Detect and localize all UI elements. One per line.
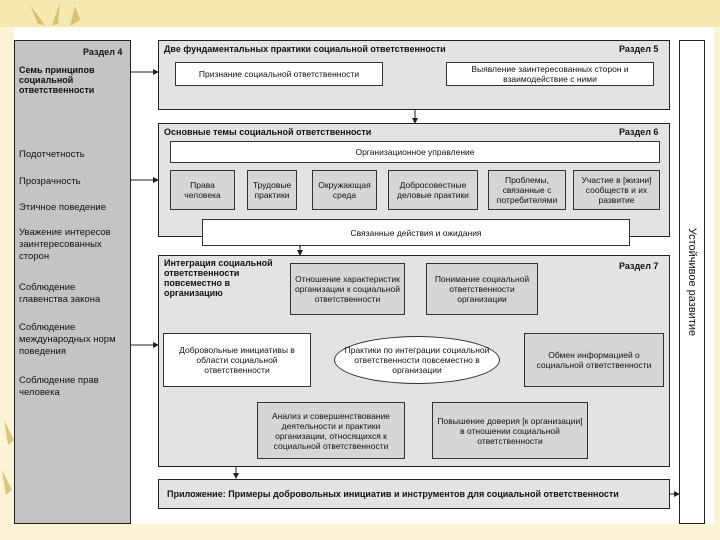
- section-6-title: Основные темы социальной ответственности: [164, 127, 372, 137]
- review-improve: Анализ и совершенствование деятельности …: [257, 402, 405, 459]
- principle-item: Прозрачность: [19, 176, 81, 187]
- principle-item: Соблюдение международных норм поведения: [19, 322, 116, 357]
- sustainable-development-label: Устойчивое развитие: [686, 227, 699, 337]
- annex-box: Приложение: Примеры добровольных инициат…: [158, 479, 670, 509]
- core-theme-box: Добросовестные деловые практики: [388, 170, 478, 210]
- communication-sr: Обмен информацией о социальной ответстве…: [524, 333, 664, 387]
- section-4-panel: Раздел 4 Семь принципов социальной ответ…: [14, 40, 131, 524]
- section-7-title: Интеграция социальной ответственности по…: [164, 258, 273, 298]
- organizational-governance: Организационное управление: [170, 141, 660, 163]
- principle-item: Подотчетность: [19, 149, 85, 160]
- related-actions: Связанные действия и ожидания: [202, 219, 630, 246]
- annex-title: Приложение: Примеры добровольных инициат…: [167, 489, 619, 499]
- section-5-label: Раздел 5: [619, 44, 659, 54]
- principle-item: Этичное поведение: [19, 202, 106, 213]
- principle-item: Соблюдение главенства закона: [19, 282, 101, 305]
- section-4-title: Семь принципов социальной ответственност…: [19, 65, 95, 95]
- practice-stakeholders: Выявление заинтересованных сторон и взаи…: [446, 62, 654, 86]
- wheat-decoration-icon: [2, 3, 80, 495]
- core-theme-box: Участие в [жизни] сообществ и их развити…: [573, 170, 660, 210]
- core-theme-box: Трудовые практики: [247, 170, 297, 210]
- core-theme-box: Проблемы, связанные с потребителями: [488, 170, 566, 210]
- section-7-label: Раздел 7: [619, 261, 659, 271]
- principle-item: Уважение интересов заинтересованных стор…: [19, 227, 111, 262]
- section-6-label: Раздел 6: [619, 127, 659, 137]
- core-theme-box: Окружающая среда: [312, 170, 377, 210]
- section-5-title: Две фундаментальных практики социальной …: [164, 44, 446, 54]
- integration-practices: Практики по интеграции социальной ответс…: [334, 336, 500, 384]
- principle-item: Соблюдение прав человека: [19, 375, 99, 398]
- voluntary-initiatives: Добровольные инициативы в области социал…: [163, 333, 311, 387]
- section-4-label: Раздел 4: [83, 47, 123, 57]
- core-theme-box: Права человека: [170, 170, 235, 210]
- enhancing-credibility: Повышение доверия [к организации] в отно…: [432, 402, 588, 459]
- sustainable-development-box: Устойчивое развитие: [679, 40, 705, 524]
- relation-characteristics: Отношение характеристик организации к со…: [290, 263, 405, 315]
- practice-recognition: Признание социальной ответственности: [175, 62, 383, 86]
- understanding-sr: Понимание социальной ответственности орг…: [426, 263, 538, 315]
